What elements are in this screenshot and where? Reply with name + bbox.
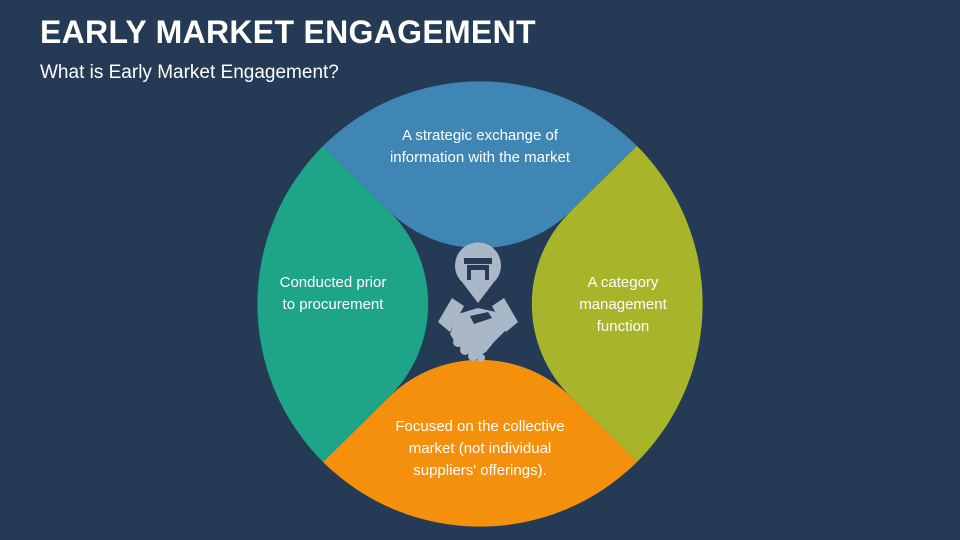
segment-right [531,146,703,462]
segment-bottom-text: Focused on the collective market (not in… [395,418,565,479]
page-subtitle: What is Early Market Engagement? [40,62,339,83]
store-pin-icon [455,242,501,303]
handshake-with-store-pin-icon [438,242,518,362]
segment-left-text: Conducted prior to procurement [279,274,387,313]
handshake-icon [438,298,518,362]
page-title: EARLY MARKET ENGAGEMENT [40,14,536,50]
segment-top [323,81,637,249]
segment-left [257,146,429,462]
segment-right-text: A category management function [579,274,667,335]
segment-bottom [323,359,637,527]
segment-top-text: A strategic exchange of information with… [389,127,571,166]
